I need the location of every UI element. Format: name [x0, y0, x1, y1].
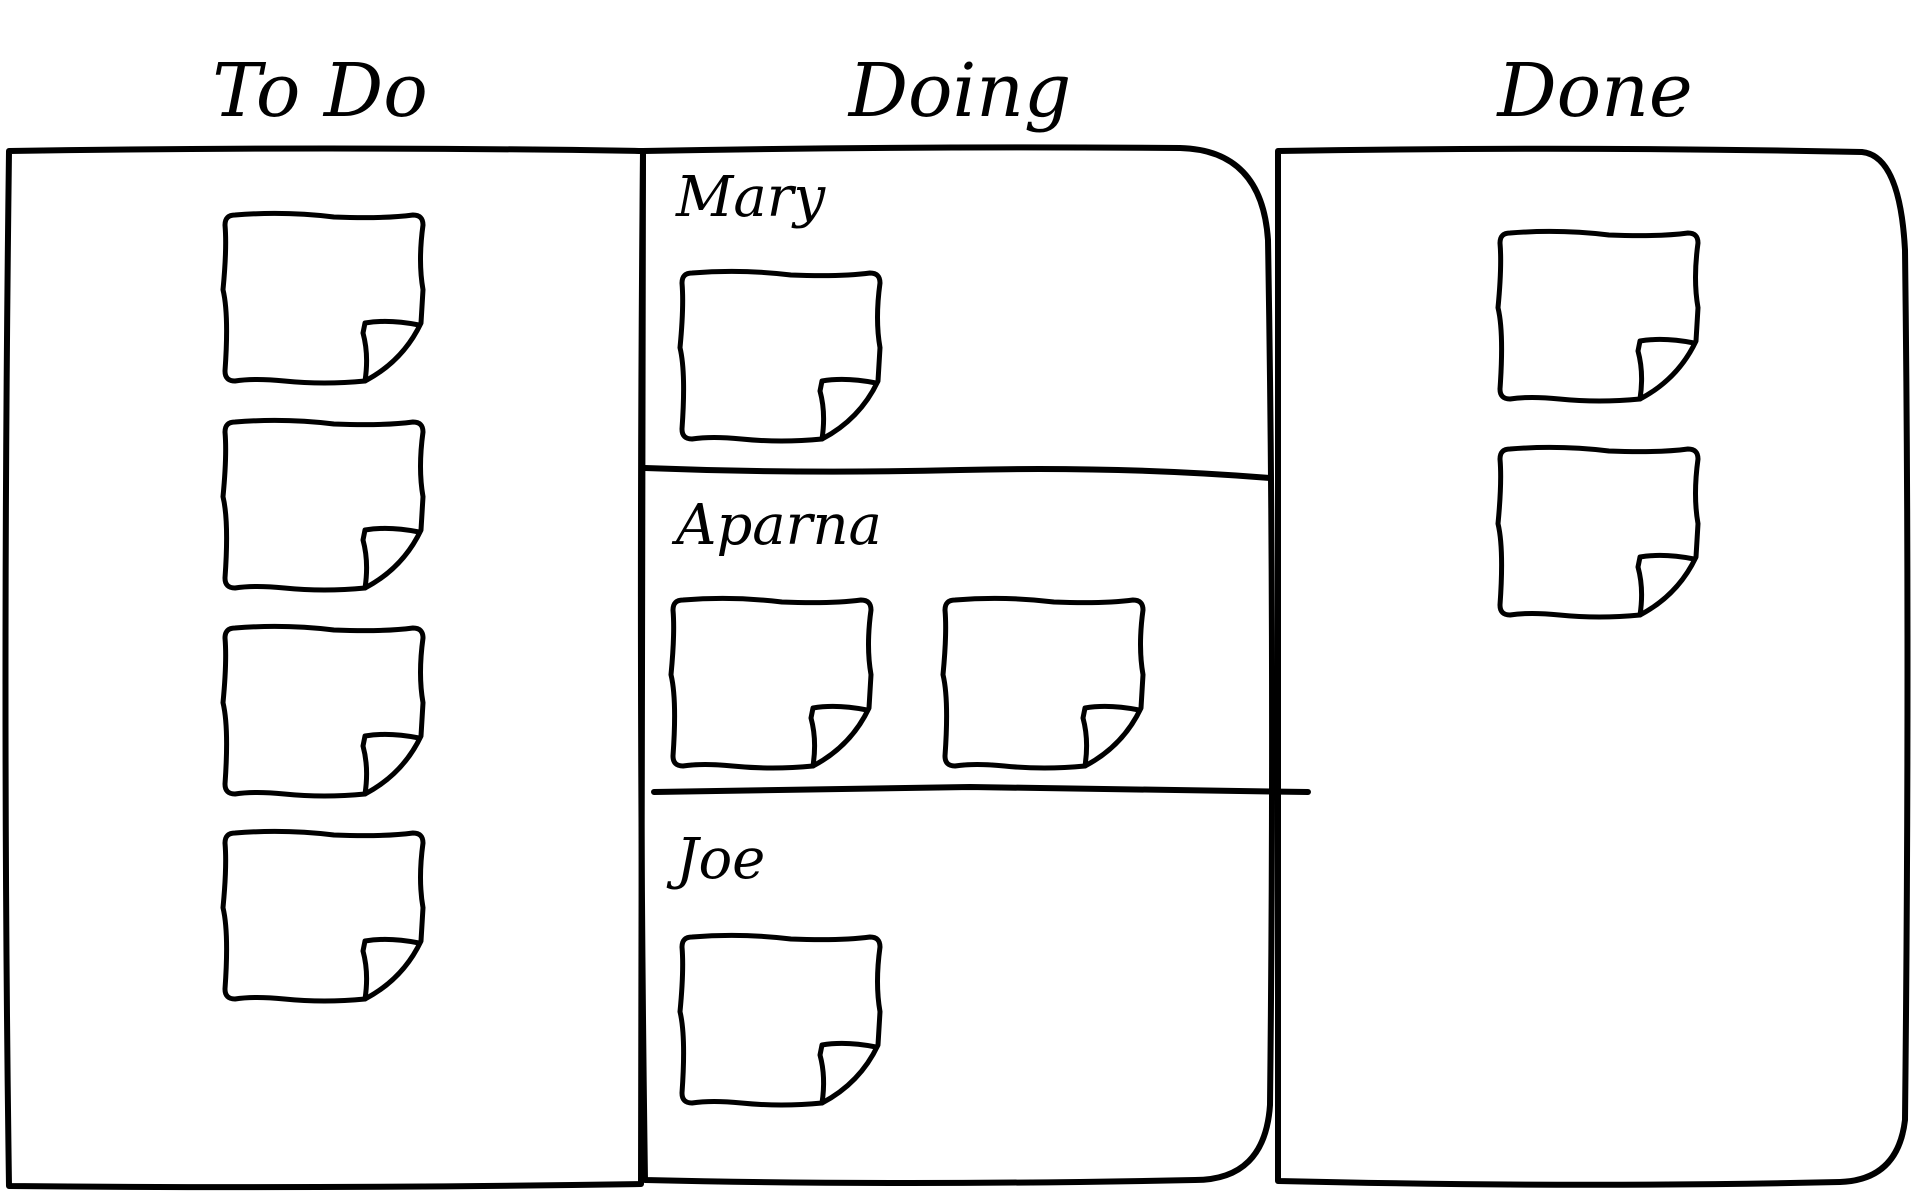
page-curl-icon — [1635, 552, 1697, 618]
page-curl-icon — [817, 1040, 879, 1106]
sticky-note-icon — [220, 210, 426, 386]
page-curl-icon — [360, 318, 422, 384]
joe-card-1[interactable] — [677, 932, 883, 1108]
lane-divider-aparna-joe — [651, 784, 1311, 795]
todo-card-2[interactable] — [220, 417, 426, 593]
sticky-note-icon — [220, 828, 426, 1004]
page-curl-icon — [817, 376, 879, 442]
todo-card-4[interactable] — [220, 828, 426, 1004]
page-curl-icon — [360, 936, 422, 1002]
sticky-note-icon — [677, 268, 883, 444]
lane-label-mary: Mary — [675, 165, 826, 230]
column-doing-frame — [637, 144, 1276, 1186]
sticky-note-icon — [940, 595, 1146, 771]
lane-divider-mary-aparna — [642, 465, 1273, 481]
column-done-frame — [1274, 145, 1911, 1188]
aparna-card-1[interactable] — [668, 595, 874, 771]
sticky-note-icon — [677, 932, 883, 1108]
cards-layer — [220, 210, 1701, 1108]
sticky-note-icon — [220, 417, 426, 593]
lane-label-aparna: Aparna — [671, 493, 882, 558]
sticky-note-icon — [220, 623, 426, 799]
page-curl-icon — [360, 731, 422, 797]
sticky-note-icon — [1495, 444, 1701, 620]
todo-card-1[interactable] — [220, 210, 426, 386]
mary-card-1[interactable] — [677, 268, 883, 444]
done-card-1[interactable] — [1495, 228, 1701, 404]
page-curl-icon — [1080, 703, 1142, 769]
page-curl-icon — [808, 703, 870, 769]
page-curl-icon — [360, 525, 422, 591]
column-todo-frame — [2, 145, 646, 1191]
done-card-2[interactable] — [1495, 444, 1701, 620]
page-curl-icon — [1635, 336, 1697, 402]
todo-card-3[interactable] — [220, 623, 426, 799]
sticky-note-icon — [668, 595, 874, 771]
column-title-doing: Doing — [847, 48, 1072, 134]
column-title-todo: To Do — [212, 48, 428, 134]
column-title-done: Done — [1495, 48, 1692, 134]
lane-label-joe: Joe — [666, 827, 765, 892]
aparna-card-2[interactable] — [940, 595, 1146, 771]
sticky-note-icon — [1495, 228, 1701, 404]
